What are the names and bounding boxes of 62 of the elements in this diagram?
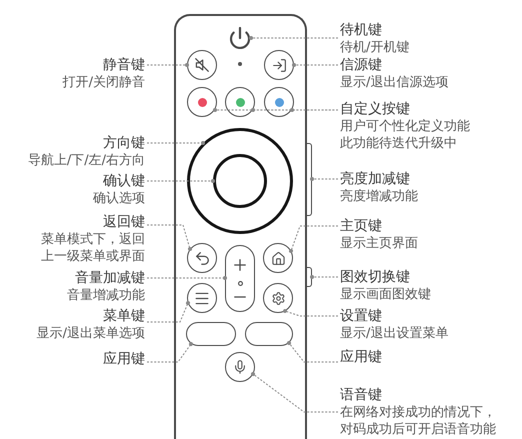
app-button xyxy=(186,322,236,346)
leader-line xyxy=(251,372,338,412)
ok-button xyxy=(213,154,267,208)
voice-button xyxy=(225,352,255,382)
app-button xyxy=(245,322,293,346)
key-description: 在网络对接成功的情况下，对码成功后可开启语音功能 xyxy=(340,404,497,438)
key-description: 显示/退出信源选项 xyxy=(340,74,448,91)
volume-rocker xyxy=(225,245,255,312)
shortcut-button xyxy=(187,87,217,117)
key-name: 设置键 xyxy=(340,307,383,325)
key-description: 菜单模式下，返回上一级菜单或界面 xyxy=(40,231,145,265)
key-description: 待机/开机键 xyxy=(340,39,410,56)
key-name: 自定义按键 xyxy=(340,100,411,118)
leader-line xyxy=(146,179,215,183)
key-description: 此功能待迭代升级中 xyxy=(340,135,458,152)
key-name: 图效切换键 xyxy=(340,268,411,286)
shortcut-button xyxy=(225,87,255,117)
side-button xyxy=(307,267,312,287)
key-name: 待机键 xyxy=(340,21,383,39)
key-name: 返回键 xyxy=(102,213,145,231)
key-description: 显示/退出设置菜单 xyxy=(340,325,448,342)
input-button xyxy=(264,50,294,80)
leader-line xyxy=(283,309,338,316)
leader-line xyxy=(146,63,189,67)
leader-line xyxy=(146,301,190,322)
back-button xyxy=(187,243,217,273)
key-name: 应用键 xyxy=(340,348,382,366)
leader-line xyxy=(310,177,338,181)
key-name: 信源键 xyxy=(340,56,383,74)
leader-line xyxy=(310,275,338,279)
key-description: 显示/退出菜单选项 xyxy=(36,325,145,342)
side-button xyxy=(307,143,312,216)
key-description: 确认选项 xyxy=(93,190,145,207)
key-name: 音量加减键 xyxy=(74,269,145,287)
key-description: 导航上/下/左/右方向 xyxy=(28,152,145,169)
leader-line xyxy=(289,226,338,253)
leader-line xyxy=(146,342,193,362)
key-name: 语音键 xyxy=(340,386,383,404)
key-description: 用户可个性化定义功能 xyxy=(340,118,470,135)
key-name: 菜单键 xyxy=(102,307,145,325)
key-name: 主页键 xyxy=(340,217,383,235)
home-button xyxy=(263,243,293,273)
key-name: 确认键 xyxy=(102,172,145,190)
shortcut-button xyxy=(264,87,294,117)
leader-line xyxy=(146,276,227,280)
leader-line xyxy=(249,36,338,40)
leader-line xyxy=(146,141,205,145)
menu-button xyxy=(187,283,217,313)
key-description: 亮度增减功能 xyxy=(340,188,418,205)
mute-button xyxy=(187,50,217,80)
key-description: 音量增减功能 xyxy=(67,287,145,304)
key-name: 静音键 xyxy=(102,56,145,74)
key-description: 显示画面图效键 xyxy=(340,286,431,303)
key-name: 应用键 xyxy=(103,350,145,368)
leader-line xyxy=(292,63,338,67)
key-name: 亮度加减键 xyxy=(340,170,411,188)
leader-line xyxy=(287,341,338,362)
key-description: 显示主页界面 xyxy=(340,235,418,252)
key-description: 打开/关闭静音 xyxy=(62,74,145,91)
leader-line xyxy=(146,224,192,251)
key-name: 方向键 xyxy=(102,134,145,152)
settings-button xyxy=(263,283,293,313)
